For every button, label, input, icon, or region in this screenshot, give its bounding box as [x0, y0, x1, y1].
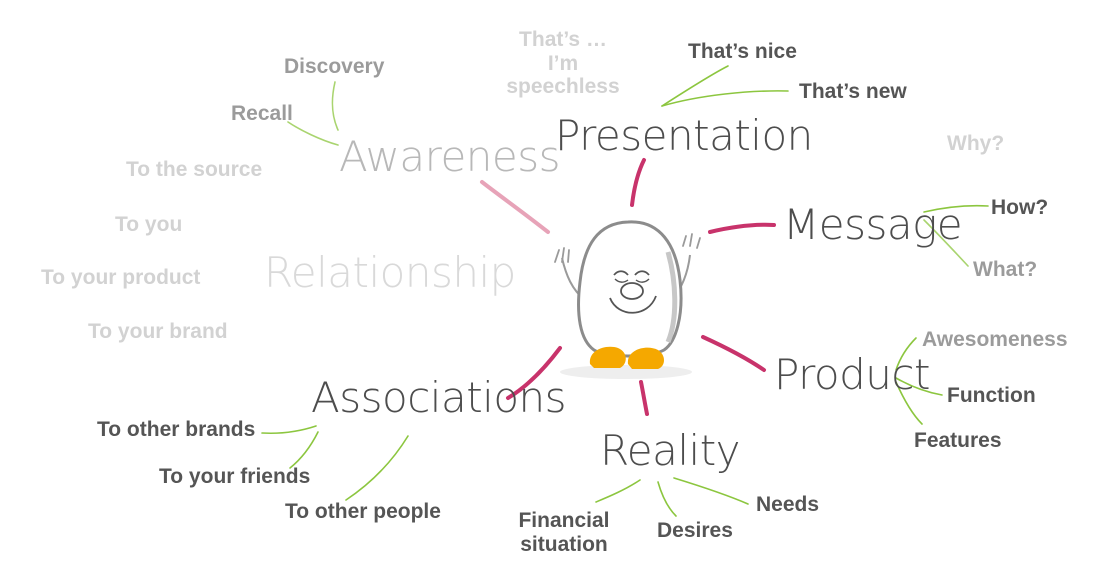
- mascot-left-lash: [614, 278, 629, 283]
- leaf-features: Features: [914, 429, 1002, 452]
- mascot-left-foot: [589, 346, 626, 368]
- connector-reality: [639, 380, 649, 416]
- leaf-how: How?: [991, 196, 1049, 219]
- main-connectors: [480, 158, 776, 416]
- mascot-shadow: [560, 365, 692, 379]
- leaf-needs: Needs: [756, 493, 820, 516]
- mascot-body-shading: [665, 251, 678, 343]
- leaf-to-you: To you: [115, 213, 183, 236]
- node-product: Product: [774, 350, 930, 399]
- leaf-thats-new: That’s new: [799, 80, 907, 103]
- node-message: Message: [783, 200, 963, 249]
- node-reality: Reality: [600, 426, 741, 475]
- node-relationship: Relationship: [264, 248, 516, 297]
- mascot-nose: [620, 282, 644, 300]
- leaf-to-your-brand: To your brand: [88, 320, 228, 343]
- mascot-right-hand: [682, 233, 701, 249]
- leaf-speechless: That’s … I’m speechless: [506, 28, 620, 99]
- leaf-why: Why?: [947, 132, 1005, 155]
- leaf-recall: Recall: [231, 102, 293, 125]
- leaf-function: Function: [947, 384, 1036, 407]
- mascot-smile: [609, 295, 657, 314]
- leaf-to-your-friends: To your friends: [159, 465, 311, 488]
- connector-awareness: [480, 180, 550, 234]
- leaf-awesomeness: Awesomeness: [922, 328, 1068, 351]
- connector-associations: [506, 346, 562, 400]
- connector-message: [708, 222, 776, 234]
- mascot-right-lash: [635, 278, 650, 283]
- leaf-to-the-source: To the source: [126, 158, 263, 181]
- node-presentation: Presentation: [555, 111, 813, 160]
- mascot-right-foot: [627, 347, 664, 369]
- node-awareness: Awareness: [339, 132, 561, 181]
- leaf-what: What?: [973, 258, 1038, 281]
- mascot-left-hand: [554, 247, 570, 263]
- connector-product: [701, 335, 766, 372]
- leaf-thats-nice: That’s nice: [688, 40, 797, 63]
- leaf-to-other-people: To other people: [285, 500, 441, 523]
- leaf-to-your-product: To your product: [41, 266, 201, 289]
- connector-presentation: [630, 158, 646, 207]
- leaf-discovery: Discovery: [284, 55, 385, 78]
- leaf-financial-situation: Financial situation: [518, 509, 610, 556]
- leaf-desires: Desires: [657, 519, 733, 542]
- mascot: [554, 220, 701, 379]
- leaf-to-other-brands: To other brands: [97, 418, 256, 441]
- mascot-left-eye: [613, 270, 629, 276]
- node-associations: Associations: [311, 373, 567, 422]
- mascot-right-eye: [634, 270, 650, 276]
- sub-branches: [261, 65, 989, 517]
